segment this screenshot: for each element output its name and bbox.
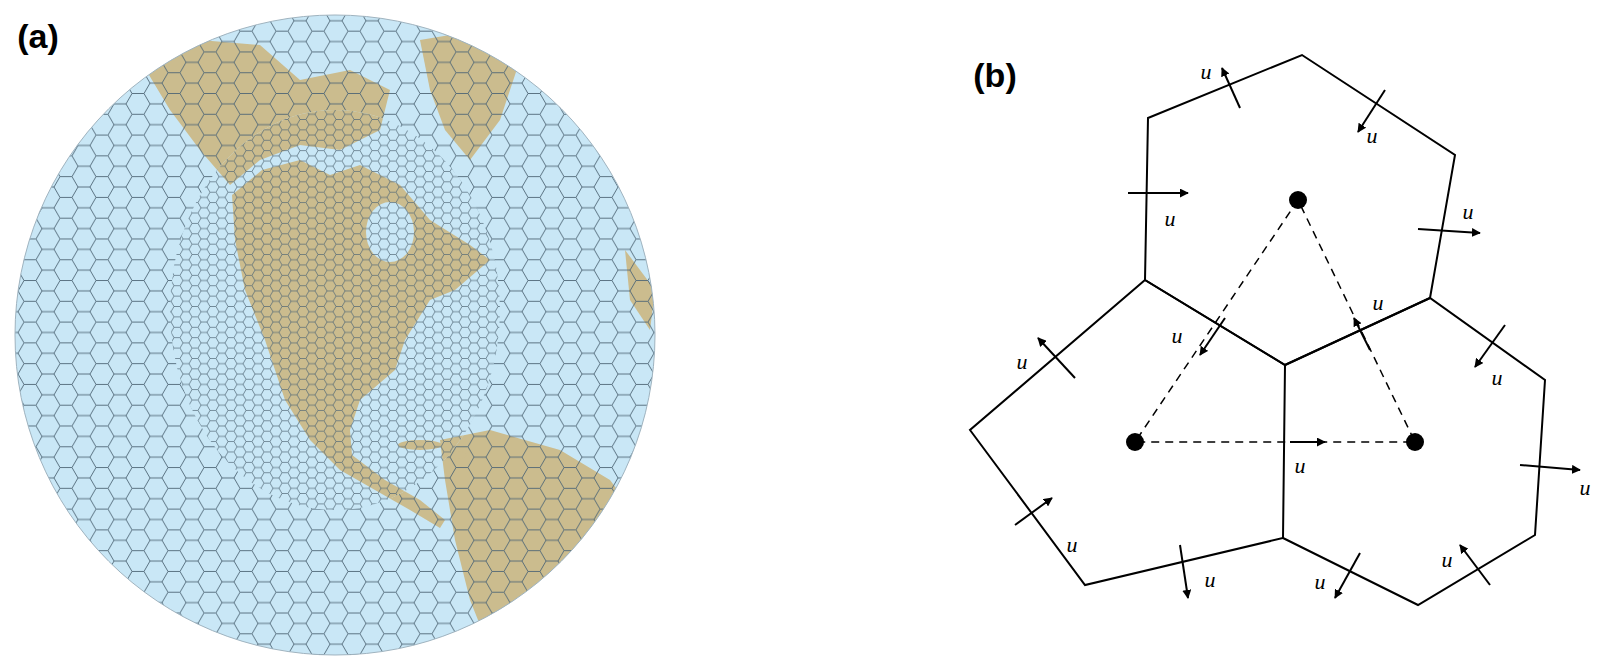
- velocity-label: u: [1371, 291, 1386, 315]
- velocity-label: u: [1015, 350, 1030, 374]
- velocity-label: u: [1313, 570, 1328, 594]
- velocity-label: u: [1163, 207, 1178, 231]
- velocity-label: u: [1065, 533, 1080, 557]
- dual-triangle: [1135, 200, 1415, 442]
- cell-centers: [1126, 191, 1424, 451]
- panel-label: (a): [17, 19, 59, 53]
- velocity-label: u: [1199, 60, 1214, 84]
- velocity-arrows: [1015, 68, 1580, 598]
- panel-label: (b): [973, 58, 1016, 92]
- velocity-label: u: [1203, 568, 1218, 592]
- velocity-label: u: [1365, 124, 1380, 148]
- coarse-mesh: [0, 0, 680, 660]
- velocity-label: u: [1461, 200, 1476, 224]
- velocity-label: u: [1578, 476, 1593, 500]
- velocity-label: u: [1293, 454, 1308, 478]
- refined-region: [0, 0, 680, 660]
- velocity-label: u: [1440, 548, 1455, 572]
- velocity-label: u: [1490, 366, 1505, 390]
- velocity-label: u: [1170, 324, 1185, 348]
- voronoi-cells: [970, 55, 1545, 605]
